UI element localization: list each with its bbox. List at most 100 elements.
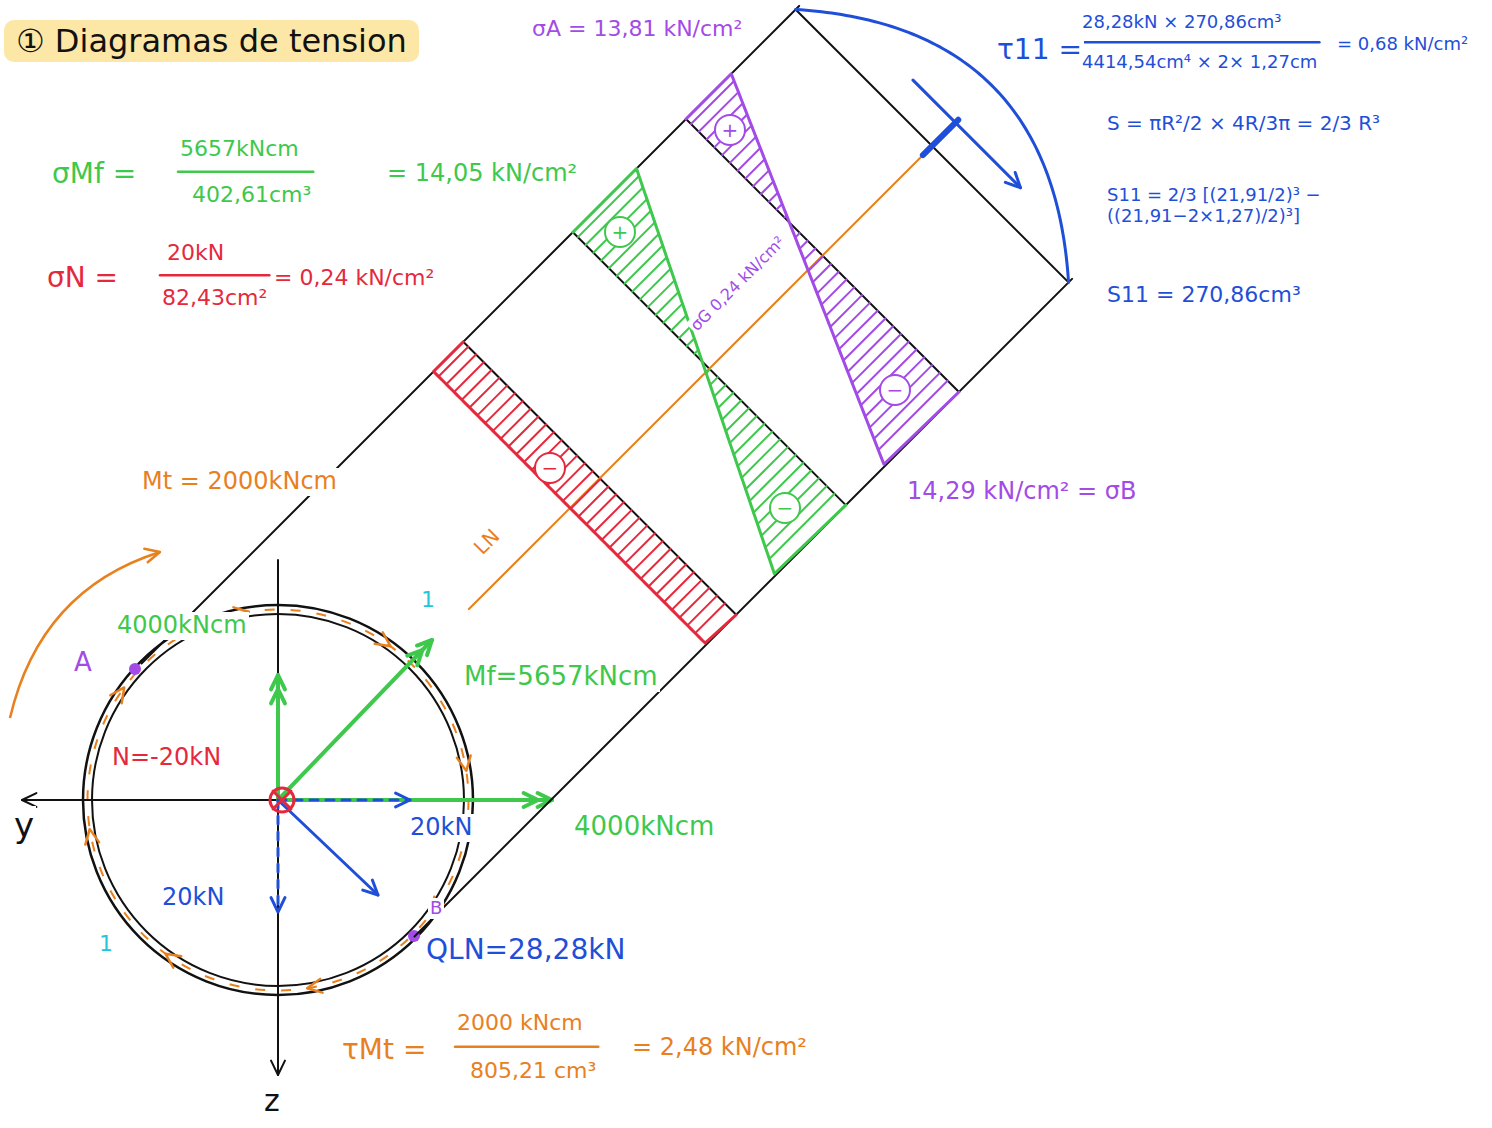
axial-stress-diagram-hatch	[649, 557, 679, 587]
axial-stress-diagram-hatch	[641, 549, 671, 579]
bending-stress-diagram-hatch	[632, 257, 666, 291]
load-label: Mt = 2000kNcm	[140, 468, 339, 496]
combined-stress-diagram-hatch	[830, 295, 862, 327]
sign-circle	[715, 115, 745, 145]
axis-label: y	[12, 806, 36, 845]
combined-stress-diagram-hatch	[835, 303, 870, 338]
sign-circle	[770, 493, 800, 523]
bending-vector-head	[407, 650, 422, 665]
load-label: 4000kNcm	[572, 812, 716, 842]
fraction-denominator: 4414,54cm⁴ × 2× 1,27cm	[1080, 52, 1319, 73]
fraction-denominator: 805,21 cm³	[468, 1058, 598, 1083]
sign-circle	[535, 453, 565, 483]
fraction-bar	[455, 1045, 598, 1048]
combined-stress-diagram-hatch	[874, 373, 940, 439]
axial-stress-diagram-hatch	[470, 378, 500, 408]
combined-stress-diagram-hatch	[808, 256, 823, 271]
stress-value: σG 0,24 kN/cm²	[686, 232, 791, 337]
combined-stress-diagram-hatch	[795, 233, 800, 238]
bending-stress-diagram-hatch	[765, 486, 826, 547]
axial-stress-diagram-hatch	[477, 386, 507, 416]
axis-label: LN	[468, 523, 506, 561]
fraction-denominator: 402,61cm³	[190, 182, 313, 207]
combined-stress-diagram-hatch	[800, 241, 808, 249]
bending-vector	[278, 640, 432, 800]
fraction-numerator: 5657kNcm	[178, 136, 301, 161]
bending-stress-diagram-hatch	[601, 211, 651, 261]
stress-value: 14,29 kN/cm² = σB	[905, 478, 1139, 506]
load-label: 20kN	[160, 884, 226, 912]
axial-stress-diagram-hatch	[586, 495, 616, 525]
section-mark: 1	[97, 931, 115, 956]
formula-result: = 14,05 kN/cm²	[385, 160, 579, 188]
section-mark: 1	[419, 587, 437, 612]
combined-stress-diagram-hatch	[777, 204, 783, 210]
axial-stress-diagram-hatch	[485, 393, 515, 423]
shear-arrow	[110, 687, 124, 703]
axial-symbol	[270, 788, 294, 812]
band-edge	[414, 279, 1072, 937]
axial-stress-diagram-hatch	[602, 510, 632, 540]
axial-stress-diagram-hatch	[439, 347, 469, 377]
formula-result: = 2,48 kN/cm²	[630, 1034, 809, 1062]
axial-stress-diagram-hatch	[563, 471, 593, 501]
load-label: QLN=28,28kN	[424, 934, 627, 966]
shear-y-vector	[278, 799, 410, 802]
axial-stress-diagram-hatch	[571, 479, 601, 509]
formula-symbol: σMf =	[50, 158, 138, 190]
shear-resultant-head	[363, 880, 378, 895]
combined-stress-diagram-hatch	[821, 280, 846, 305]
combined-stress-diagram-hatch	[839, 311, 878, 350]
shear-arrow	[165, 954, 181, 968]
load-label: 4000kNcm	[115, 612, 249, 640]
bending-stress-diagram-hatch	[710, 377, 718, 385]
bending-stress-diagram-hatch	[679, 327, 690, 338]
shear-resultant	[278, 800, 378, 895]
axial-symbol	[273, 791, 291, 809]
axial-symbol	[273, 791, 291, 809]
bending-stress-diagram-hatch	[663, 304, 682, 323]
formula: S = πR²/2 × 4R/3π = 2/3 R³	[1105, 112, 1382, 135]
combined-stress-diagram-hatch	[761, 182, 773, 194]
load-label: Mf=5657kNcm	[462, 662, 660, 692]
bending-stress-diagram-hatch	[738, 432, 773, 467]
shear-arrow	[85, 829, 99, 844]
shear-z-vector	[277, 800, 280, 912]
axial-stress-diagram-hatch	[672, 580, 702, 610]
point-label: A	[72, 648, 94, 678]
combined-stress-diagram-hatch	[784, 215, 786, 217]
y-axis-head	[22, 793, 36, 807]
bending-stress-diagram-hatch	[593, 199, 647, 253]
axial-stress-diagram-hatch	[501, 409, 531, 439]
moment-y-vector	[278, 798, 552, 802]
page-title: ① Diagramas de tension	[4, 20, 419, 62]
axial-stress-diagram-hatch	[680, 588, 710, 618]
shear-direction-head	[1005, 173, 1020, 188]
axial-stress-diagram-hatch	[625, 533, 655, 563]
combined-stress-diagram-hatch	[826, 287, 854, 315]
axial-stress-diagram-hatch	[509, 417, 539, 447]
fraction-bar	[178, 170, 313, 173]
bending-stress-diagram-hatch	[718, 393, 733, 408]
combined-stress-diagram-hatch	[753, 170, 769, 186]
combined-stress-diagram	[686, 74, 959, 464]
combined-stress-diagram-hatch	[861, 350, 917, 406]
fraction-numerator: 20kN	[165, 240, 226, 265]
axial-stress-diagram-hatch	[610, 518, 640, 548]
sign-mark: −	[885, 379, 906, 402]
bending-stress-diagram-hatch	[671, 315, 686, 330]
axial-stress-diagram-hatch	[493, 401, 523, 431]
point-a	[129, 663, 141, 675]
shear-arrow	[375, 632, 391, 646]
axial-stress-diagram-hatch	[579, 487, 609, 517]
axial-stress-diagram-hatch	[633, 541, 663, 571]
stress-value: σA = 13,81 kN/cm²	[530, 16, 744, 41]
z-axis	[277, 560, 279, 1075]
fraction-numerator: 2000 kNcm	[455, 1010, 585, 1035]
bending-stress-diagram-hatch	[769, 494, 834, 559]
shear-arrow	[457, 755, 471, 770]
fraction-numerator: 28,28kN × 270,86cm³	[1080, 12, 1284, 33]
fraction-bar	[1080, 41, 1319, 44]
shear-max-mark	[923, 120, 958, 155]
